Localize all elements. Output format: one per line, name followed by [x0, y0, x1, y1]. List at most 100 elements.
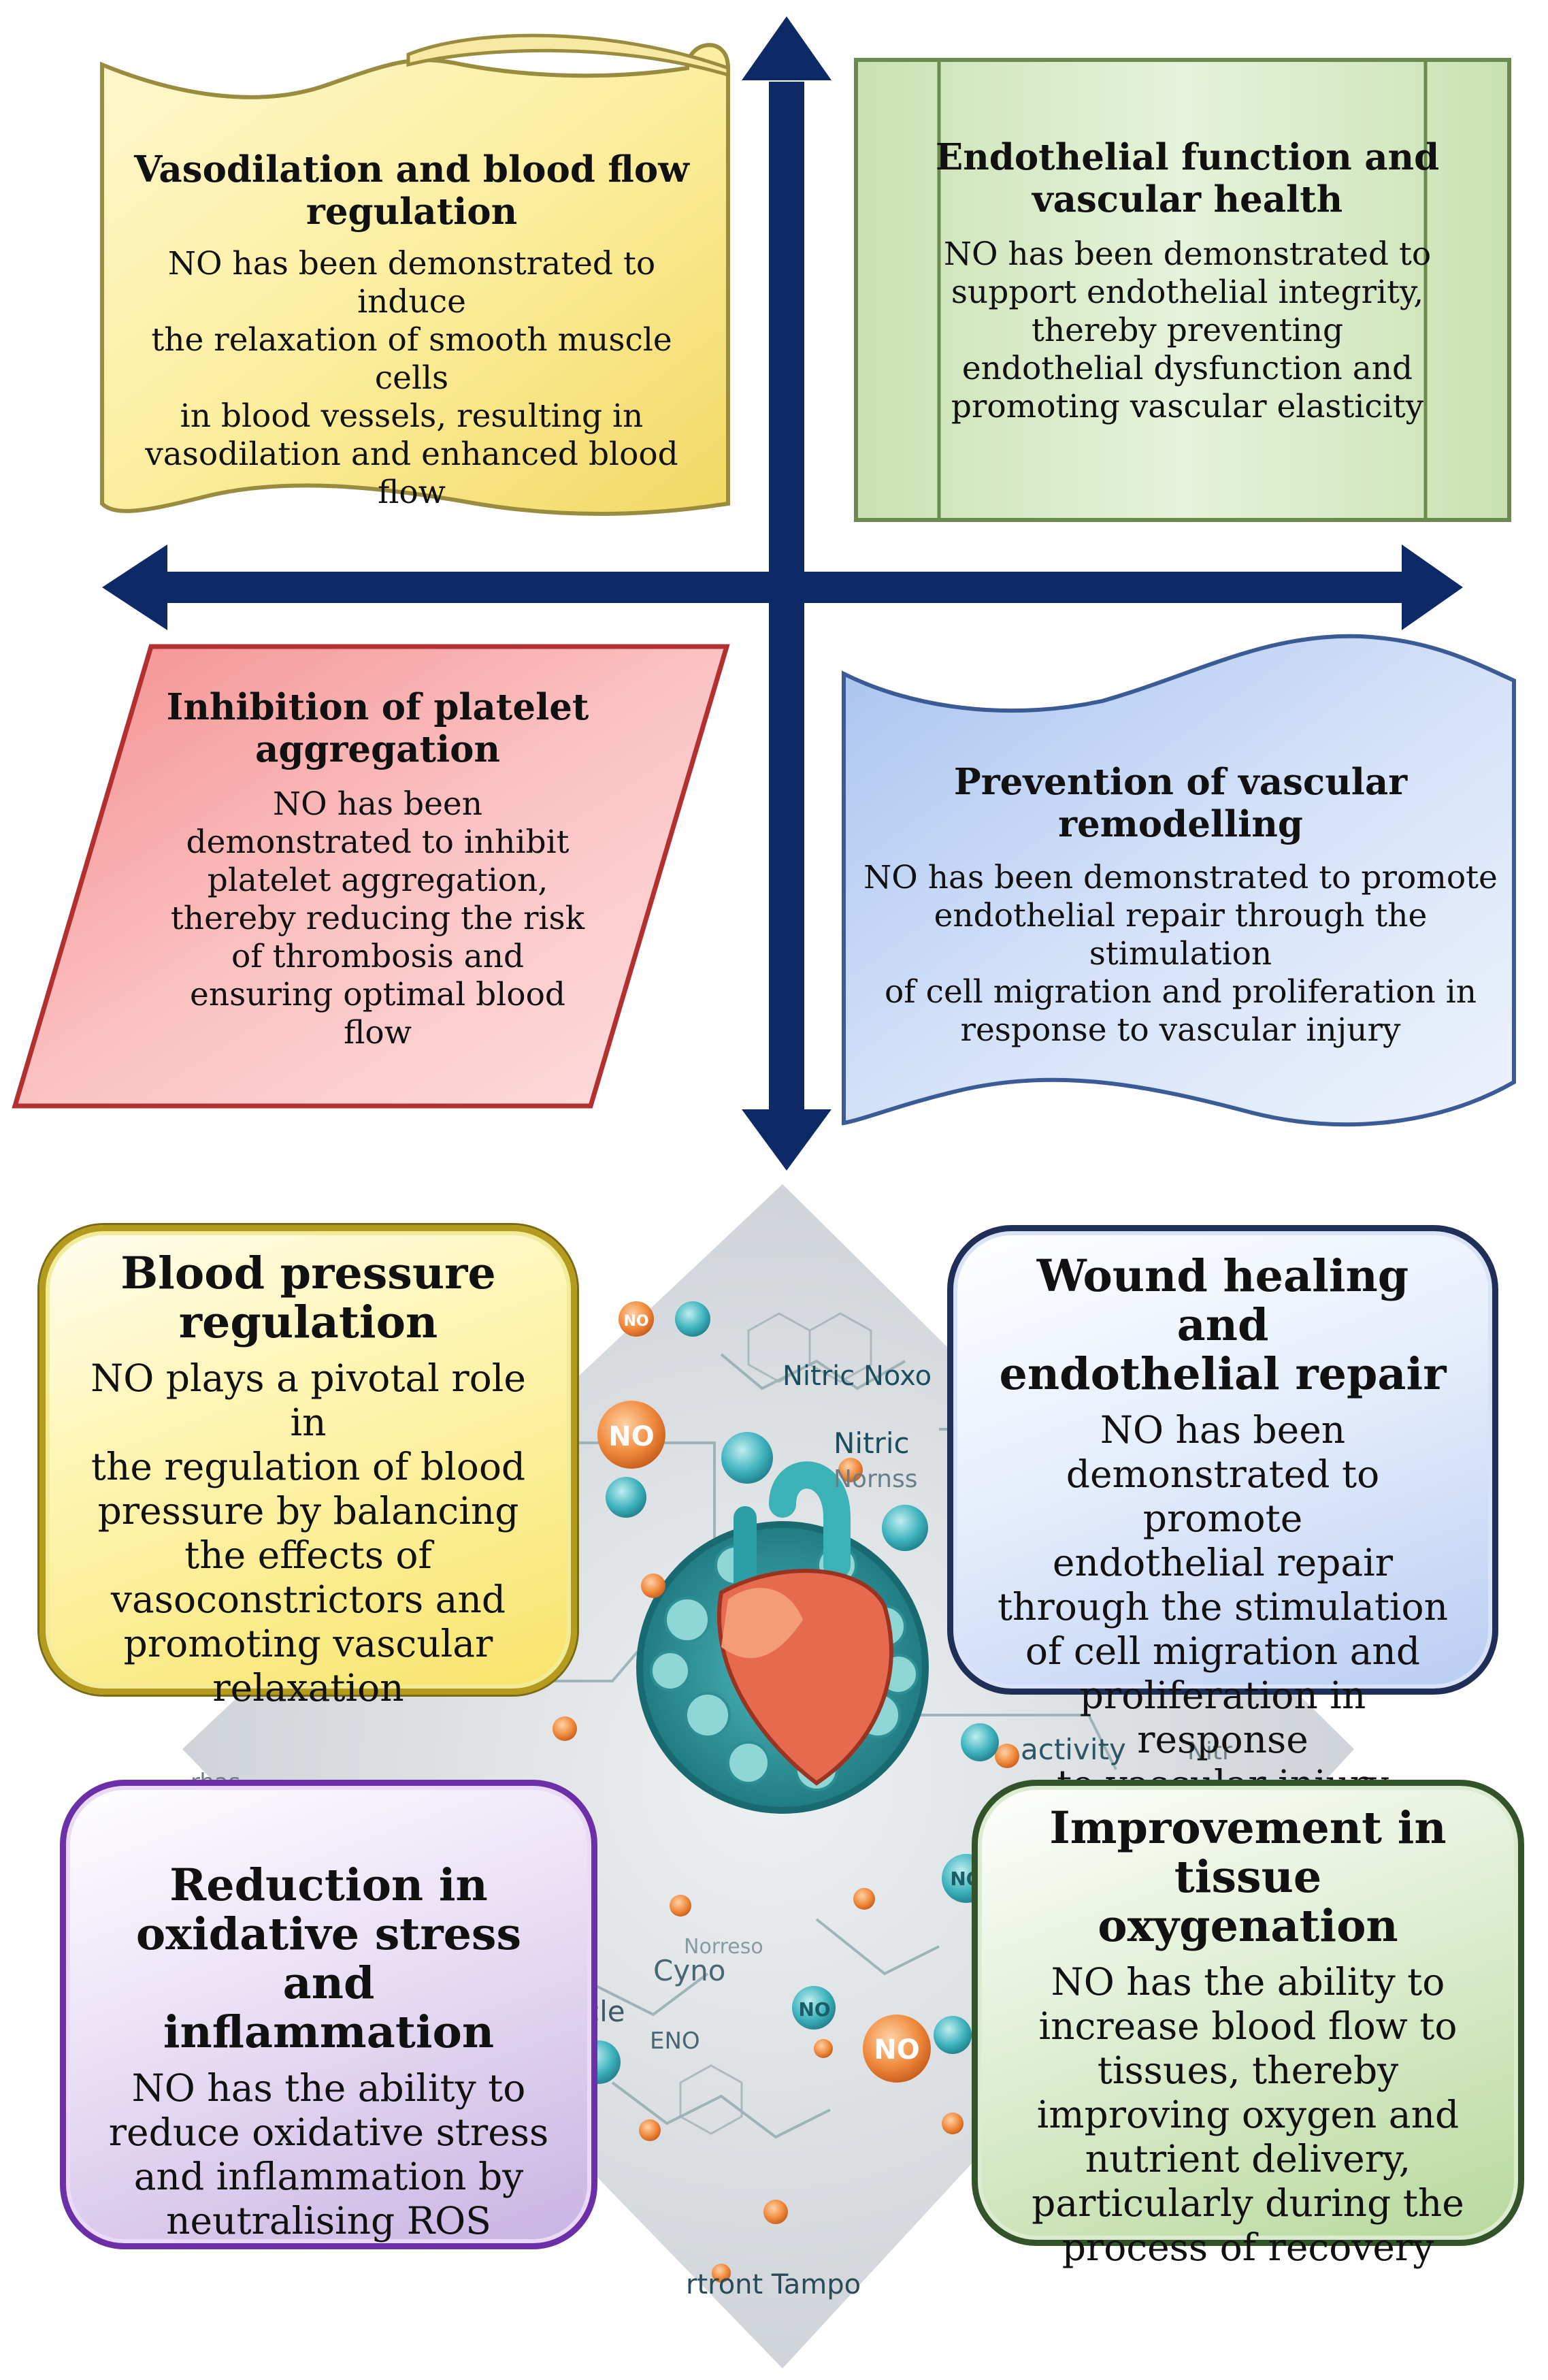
text-line: increase blood flow to	[1038, 2004, 1458, 2048]
text-line: the effects of	[184, 1533, 432, 1577]
text-line: regulation	[178, 1297, 438, 1348]
text-line: endothelial dysfunction and	[961, 350, 1413, 387]
text-line: of cell migration and proliferation in	[884, 973, 1477, 1011]
text-line: promoting vascular	[123, 1622, 493, 1665]
text-line: NO has been demonstrated to promote	[863, 859, 1498, 896]
cross-axes	[102, 16, 1463, 1171]
text-line: demonstrated to inhibit	[186, 824, 570, 861]
illus-label-norreso: Norreso	[684, 1935, 763, 1959]
text-line: Inhibition of platelet	[166, 686, 589, 728]
text-line: vasodilation and enhanced blood flow	[145, 436, 678, 511]
illus-label-activity: activity	[1021, 1733, 1126, 1766]
text-line: thereby reducing the risk	[170, 900, 585, 937]
text-line: process of recovery	[1061, 2226, 1434, 2269]
text-line: improving oxygen and	[1036, 2093, 1460, 2136]
text-line: NO has been demonstrated to induce	[167, 245, 656, 321]
text-line: tissues, thereby	[1097, 2049, 1399, 2092]
text-line: nutrient delivery,	[1085, 2137, 1411, 2181]
text-line: Endothelial function and	[935, 136, 1440, 178]
text-line: tissue oxygenation	[1098, 1851, 1398, 1952]
text-line: endothelial repair	[1052, 1541, 1394, 1584]
text-line: support endothelial integrity,	[951, 274, 1424, 311]
text-line: endothelial repair through the stimulati…	[934, 897, 1428, 973]
text-line: proliferation in response	[1079, 1674, 1366, 1761]
text-line: the regulation of blood	[90, 1445, 526, 1488]
text-line: NO plays a pivotal role in	[90, 1356, 526, 1444]
text-line: relaxation	[212, 1666, 404, 1710]
text-line: particularly during the	[1032, 2181, 1464, 2225]
illus-label-nitr: Nitr	[1187, 1738, 1232, 1765]
text-line: thereby preventing	[1031, 312, 1344, 349]
endo-card-shape	[854, 58, 1511, 522]
text-line: Improvement in	[1049, 1802, 1447, 1854]
text-line: neutralising ROS	[166, 2199, 491, 2243]
text-line: platelet aggregation,	[207, 862, 548, 899]
text-line: in blood vessels, resulting in	[180, 397, 644, 435]
illus-no-3: NO	[798, 1998, 830, 2021]
text-line: regulation	[306, 191, 518, 233]
platelet-card-shape	[12, 644, 730, 1109]
illus-no-2: NO	[874, 2034, 919, 2066]
text-line: flow	[344, 1014, 412, 1052]
text-line: promoting vascular elasticity	[951, 388, 1424, 425]
remodel-card-shape	[842, 634, 1516, 1127]
text-line: NO has been demonstrated to	[943, 235, 1432, 273]
text-line: NO has the ability to	[1051, 1960, 1445, 2004]
vaso-card-shape	[100, 43, 730, 516]
illus-label-nitric-noxo: Nitric Noxo	[783, 1360, 932, 1392]
text-line: reduce oxidative stress	[108, 2110, 549, 2154]
text-line: NO has been	[1100, 1408, 1346, 1452]
text-line: remodelling	[1058, 803, 1303, 845]
text-line: vasoconstrictors and	[110, 1578, 506, 1621]
illus-label-nitric: Nitric	[834, 1427, 910, 1460]
text-line: and inflammation by	[133, 2155, 524, 2198]
text-line: aggregation	[254, 728, 500, 770]
text-line: the relaxation of smooth muscle cells	[151, 321, 672, 397]
text-line: response to vascular injury	[960, 1011, 1401, 1049]
text-line: NO has been	[273, 785, 482, 823]
text-line: demonstrated to promote	[1066, 1452, 1380, 1540]
illus-label-rtront: rtront Tampo	[686, 2269, 861, 2300]
text-line: of thrombosis and	[231, 938, 525, 975]
text-line: oxidative stress and	[135, 1908, 522, 2009]
text-line: endothelial repair	[999, 1348, 1447, 1400]
text-line: Prevention of vascular	[953, 761, 1408, 803]
text-line: vascular health	[1032, 178, 1343, 221]
text-line: ensuring optimal blood	[190, 976, 565, 1013]
text-line: of cell migration and	[1025, 1629, 1421, 1673]
text-line: NO has the ability to	[131, 2066, 526, 2110]
illus-label-nornss: Nornss	[834, 1465, 917, 1493]
text-line: inflammation	[163, 2006, 495, 2058]
illus-no-1: NO	[608, 1421, 654, 1452]
illus-label-eno: ENO	[650, 2027, 700, 2055]
text-line: pressure by balancing	[97, 1489, 519, 1533]
illus-label-cyno: Cyno	[653, 1954, 726, 1987]
illus-no-5: NO	[623, 1313, 648, 1330]
text-line: Vasodilation and blood flow	[134, 148, 689, 191]
text-line: Reduction in	[169, 1859, 488, 1911]
text-line: Wound healing and	[1036, 1250, 1409, 1351]
